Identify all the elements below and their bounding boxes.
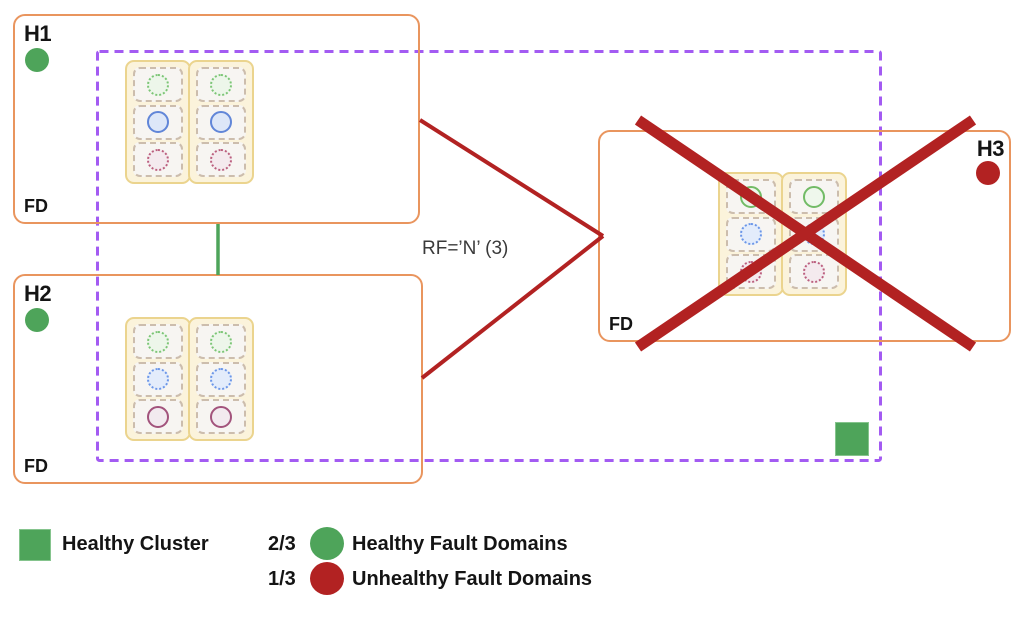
pod-cell [196,324,246,359]
replica-circle [210,330,232,353]
replica-circle [147,368,169,390]
cluster-health-marker [835,422,869,456]
pod [125,60,191,184]
host-box-h3: H3 FD [598,130,1011,342]
fd-label-h1: FD [24,196,48,216]
host-box-h2: H2 FD [13,274,423,484]
replica-circle [147,148,169,171]
legend-healthy-dot-icon [310,527,344,560]
pod-cell [196,142,246,177]
pod [125,317,191,441]
host-label-h1: H1 [24,21,52,46]
legend-healthy-label: Healthy Fault Domains [352,533,568,555]
pod-group-h3 [718,172,847,296]
pod-cell [196,361,246,397]
replica-circle [803,260,825,283]
pod [188,317,254,441]
host-status-dot-h2 [25,308,49,332]
replica-circle [147,330,169,353]
pod-cell [196,67,246,102]
pod-cell [133,324,183,359]
pod [718,172,784,296]
replica-circle [210,111,232,133]
pod [781,172,847,296]
replica-circle [210,405,232,428]
host-status-dot-h1 [25,48,49,72]
replica-circle [147,111,169,133]
replica-circle [210,368,232,390]
pod-cell [726,179,776,214]
pod-cell [133,399,183,434]
legend-healthy-cluster-swatch [19,529,51,561]
legend: Healthy Cluster 2/3 Healthy Fault Domain… [0,520,1024,610]
pod-cell [196,399,246,434]
host-label-h2: H2 [24,281,52,306]
replica-circle [210,148,232,171]
replica-circle [803,223,825,245]
replica-circle [740,223,762,245]
replica-circle [210,73,232,96]
pod-cell [133,67,183,102]
replica-circle [147,405,169,428]
pod-group-h1 [125,60,254,184]
pod-cell [133,104,183,140]
pod-cell [726,216,776,252]
pod-group-h2 [125,317,254,441]
pod-cell [196,104,246,140]
replica-circle [740,260,762,283]
legend-healthy-ratio: 2/3 [268,533,296,555]
replication-factor-label: RF=’N’ (3) [422,238,509,259]
pod-cell [133,361,183,397]
pod-cell [789,254,839,289]
pod-cell [133,142,183,177]
pod-cell [789,216,839,252]
fd-label-h3: FD [609,314,633,334]
legend-unhealthy-ratio: 1/3 [268,568,296,590]
legend-unhealthy-dot-icon [310,562,344,595]
pod [188,60,254,184]
replica-circle [147,73,169,96]
replication-line-h1-h3 [418,118,605,238]
legend-unhealthy-label: Unhealthy Fault Domains [352,568,593,590]
host-label-h3: H3 [976,136,1005,161]
host-status-dot-h3 [976,161,1000,185]
replica-circle [740,185,762,208]
fd-label-h2: FD [24,456,48,476]
legend-cluster-label: Healthy Cluster [62,533,209,555]
pod-cell [726,254,776,289]
pod-cell [789,179,839,214]
host-box-h1: H1 FD [13,14,420,224]
replica-circle [803,185,825,208]
